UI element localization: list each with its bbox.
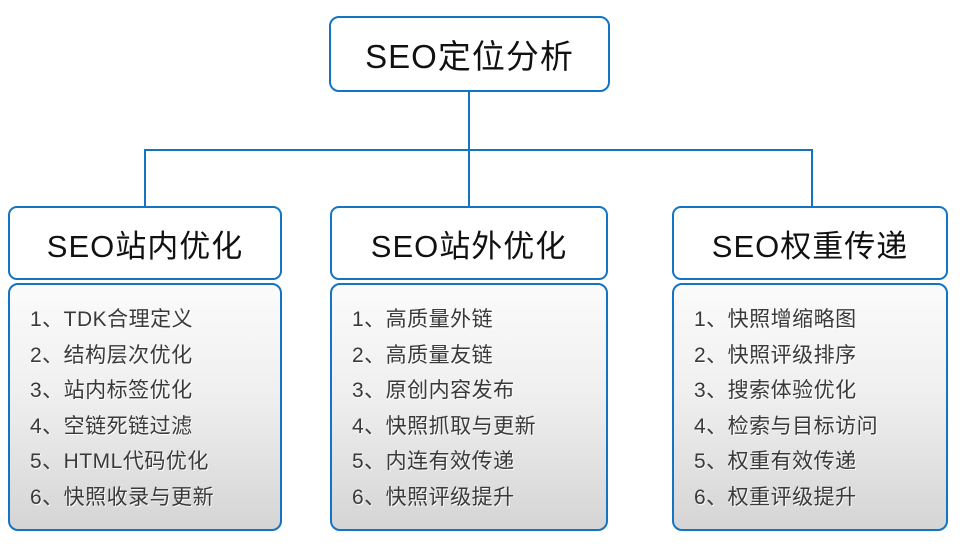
header-node-weight-transfer: SEO权重传递 xyxy=(672,206,948,280)
list-item: 5、HTML代码优化 xyxy=(30,450,209,473)
list-item: 2、快照评级排序 xyxy=(694,343,857,367)
list-item: 4、快照抓取与更新 xyxy=(352,414,537,438)
list-item: 5、内连有效传递 xyxy=(352,450,515,473)
header-node-onsite-optimization: SEO站内优化 xyxy=(8,206,282,280)
connector-stem xyxy=(468,92,470,150)
list-item: 1、TDK合理定义 xyxy=(30,308,194,331)
list-item: 6、权重评级提升 xyxy=(694,485,857,509)
list-item: 3、搜索体验优化 xyxy=(694,379,857,402)
header-node-offsite-optimization: SEO站外优化 xyxy=(330,206,608,280)
list-item: 5、权重有效传递 xyxy=(694,450,857,473)
root-node-label: SEO定位分析 xyxy=(365,38,574,75)
connector-drop-center xyxy=(468,149,470,207)
list-item: 3、原创内容发布 xyxy=(352,379,515,402)
list-item: 6、快照评级提升 xyxy=(352,485,515,509)
list-box-weight-transfer: 1、快照增缩略图 2、快照评级排序 3、搜索体验优化 4、检索与目标访问 5、权… xyxy=(672,283,948,531)
list-item: 3、站内标签优化 xyxy=(30,379,193,402)
list-item: 6、快照收录与更新 xyxy=(30,485,215,509)
list-item: 2、结构层次优化 xyxy=(30,343,193,367)
connector-horizontal xyxy=(144,149,813,151)
list-item: 4、检索与目标访问 xyxy=(694,414,879,438)
header-label: SEO权重传递 xyxy=(711,228,909,264)
connector-drop-left xyxy=(144,149,146,207)
connector-drop-right xyxy=(811,149,813,207)
list-box-onsite-optimization: 1、TDK合理定义 2、结构层次优化 3、站内标签优化 4、空链死链过滤 5、H… xyxy=(8,283,282,531)
header-label: SEO站内优化 xyxy=(46,228,244,264)
header-label: SEO站外优化 xyxy=(370,228,568,264)
list-box-offsite-optimization: 1、高质量外链 2、高质量友链 3、原创内容发布 4、快照抓取与更新 5、内连有… xyxy=(330,283,608,531)
root-node-seo-positioning: SEO定位分析 xyxy=(329,16,610,92)
list-item: 4、空链死链过滤 xyxy=(30,414,193,438)
list-item: 1、快照增缩略图 xyxy=(694,308,857,331)
list-item: 2、高质量友链 xyxy=(352,343,494,367)
list-item: 1、高质量外链 xyxy=(352,308,494,331)
